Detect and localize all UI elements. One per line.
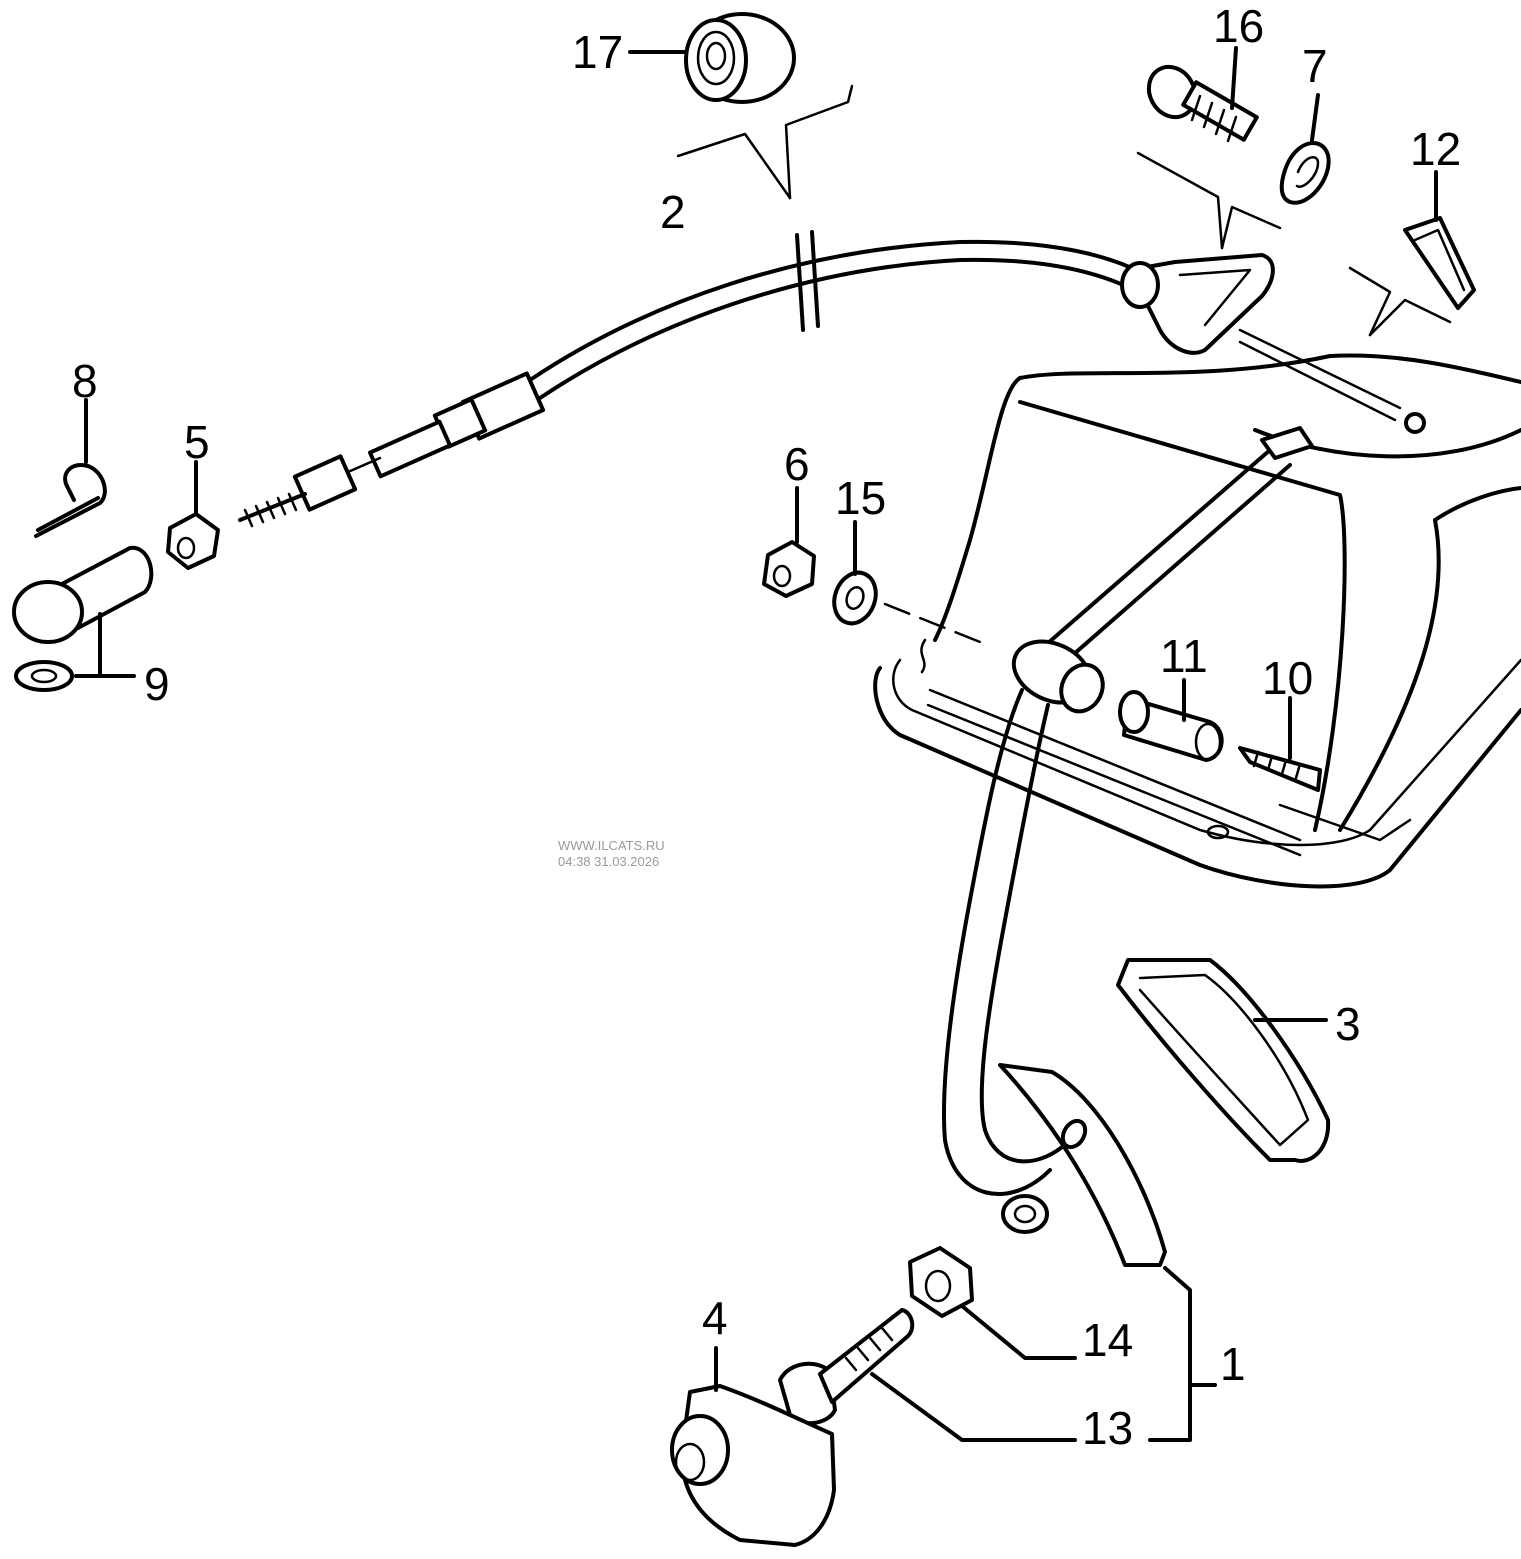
callout-15: 15 [835,472,886,524]
leader-bracket-cable [676,84,854,200]
callout-5: 5 [184,416,210,468]
part-9-pin [12,545,154,692]
pedal-bracket-housing [873,353,1521,889]
part-13-bolt [778,1308,1077,1442]
callout-14: 14 [1082,1314,1133,1366]
callout-4: 4 [702,1292,728,1344]
watermark-site: WWW.ILCATS.RU [558,838,665,853]
part-8-cotter-pin [34,398,107,538]
part-2-cable [238,230,1426,528]
leader-bracket-12 [1348,266,1452,337]
part-1-pedal-arm [942,426,1314,1442]
part-11-bushing [1118,678,1224,762]
leader-bracket-7 [1136,151,1282,250]
callout-6: 6 [784,438,810,490]
callout-7: 7 [1302,40,1328,92]
callout-17: 17 [572,26,623,78]
part-7-clip [1279,93,1331,205]
callout-11: 11 [1160,630,1208,682]
callout-16: 16 [1213,0,1264,52]
callout-10: 10 [1262,652,1313,704]
callout-8: 8 [72,355,98,407]
part-12-pad [1403,170,1476,310]
watermark-timestamp: 04:38 31.03.2026 [558,854,659,869]
part-4-stopper [670,1346,836,1547]
part-3-pedal-pad [1116,958,1331,1163]
callout-3: 3 [1335,998,1361,1050]
part-14-nut [908,1246,1077,1360]
part-6-nut [762,486,816,598]
watermark: WWW.ILCATS.RU 04:38 31.03.2026 [558,838,665,869]
callout-9: 9 [144,658,170,710]
part-10-spring-pin [1238,696,1322,792]
callout-2: 2 [660,186,686,238]
part-15-washer [832,520,992,648]
callout-13: 13 [1082,1402,1133,1454]
callout-1: 1 [1220,1338,1246,1390]
part-16-screw [1146,46,1259,143]
part-17-grommet [628,12,796,104]
part-5-nut [166,460,220,570]
callout-12: 12 [1410,123,1461,175]
callout-labels: 17 16 7 12 2 8 5 6 15 9 11 10 3 4 14 1 1… [72,0,1461,1454]
